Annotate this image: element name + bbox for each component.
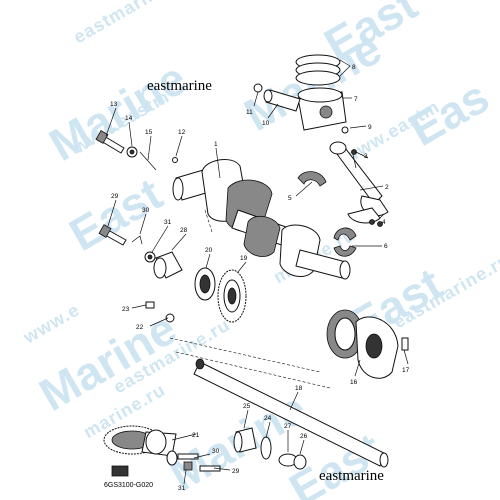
callout-10: 10 (262, 120, 270, 127)
piston (297, 87, 347, 131)
callout-30-lower: 30 (212, 448, 220, 455)
brand-label-bottom: eastmarine (319, 468, 384, 484)
callout-3: 3 (364, 153, 368, 160)
callout-28: 28 (180, 227, 188, 234)
callout-20: 20 (205, 247, 213, 254)
brand-label-top: eastmarine (147, 78, 212, 94)
callout-25: 25 (243, 403, 251, 410)
callout-24: 24 (264, 415, 272, 422)
bolt-set-middle-left (98, 224, 183, 279)
callout-26: 26 (300, 433, 308, 440)
drive-shaft (169, 337, 389, 468)
callout-31-upper: 31 (164, 219, 172, 226)
ball-bearing (194, 267, 216, 301)
callout-7: 7 (354, 96, 358, 103)
callout-29-lower: 29 (232, 468, 240, 475)
callout-27: 27 (284, 423, 292, 430)
crankshaft (172, 158, 351, 280)
callout-13: 13 (110, 101, 118, 108)
coupling-housing (326, 309, 409, 379)
callout-12: 12 (178, 129, 186, 136)
shaft-bearings (233, 427, 307, 470)
callout-31-lower: 31 (178, 485, 186, 492)
callout-15: 15 (145, 129, 153, 136)
callout-6: 6 (384, 243, 388, 250)
bearings (297, 171, 357, 257)
callout-14: 14 (125, 115, 133, 122)
callout-8: 8 (352, 64, 356, 71)
callout-21: 21 (192, 432, 200, 439)
bolt-washer-small (145, 301, 175, 323)
callout-5: 5 (288, 195, 292, 202)
piston-rings (295, 54, 341, 86)
callout-17: 17 (402, 367, 410, 374)
connecting-rod (329, 141, 389, 227)
callout-29: 29 (111, 193, 119, 200)
callout-19: 19 (240, 255, 248, 262)
callout-23: 23 (122, 306, 130, 313)
drive-gear (217, 269, 247, 323)
callout-9: 9 (368, 124, 372, 131)
callout-2: 2 (385, 184, 389, 191)
leader-lines (105, 59, 409, 485)
callout-16: 16 (350, 379, 358, 386)
lower-gear-assembly (103, 425, 221, 477)
callout-30: 30 (142, 207, 150, 214)
callout-18: 18 (295, 385, 303, 392)
callout-labels: 1 2 3 4 5 6 7 8 9 10 11 12 13 14 15 16 1… (110, 64, 410, 492)
bolt-set-upper-left (95, 130, 178, 171)
callout-22: 22 (136, 324, 144, 331)
diagram-code: 6GS3100-G020 (104, 482, 154, 489)
callout-1: 1 (214, 141, 218, 148)
callout-4: 4 (382, 219, 386, 226)
callout-11: 11 (246, 109, 253, 116)
